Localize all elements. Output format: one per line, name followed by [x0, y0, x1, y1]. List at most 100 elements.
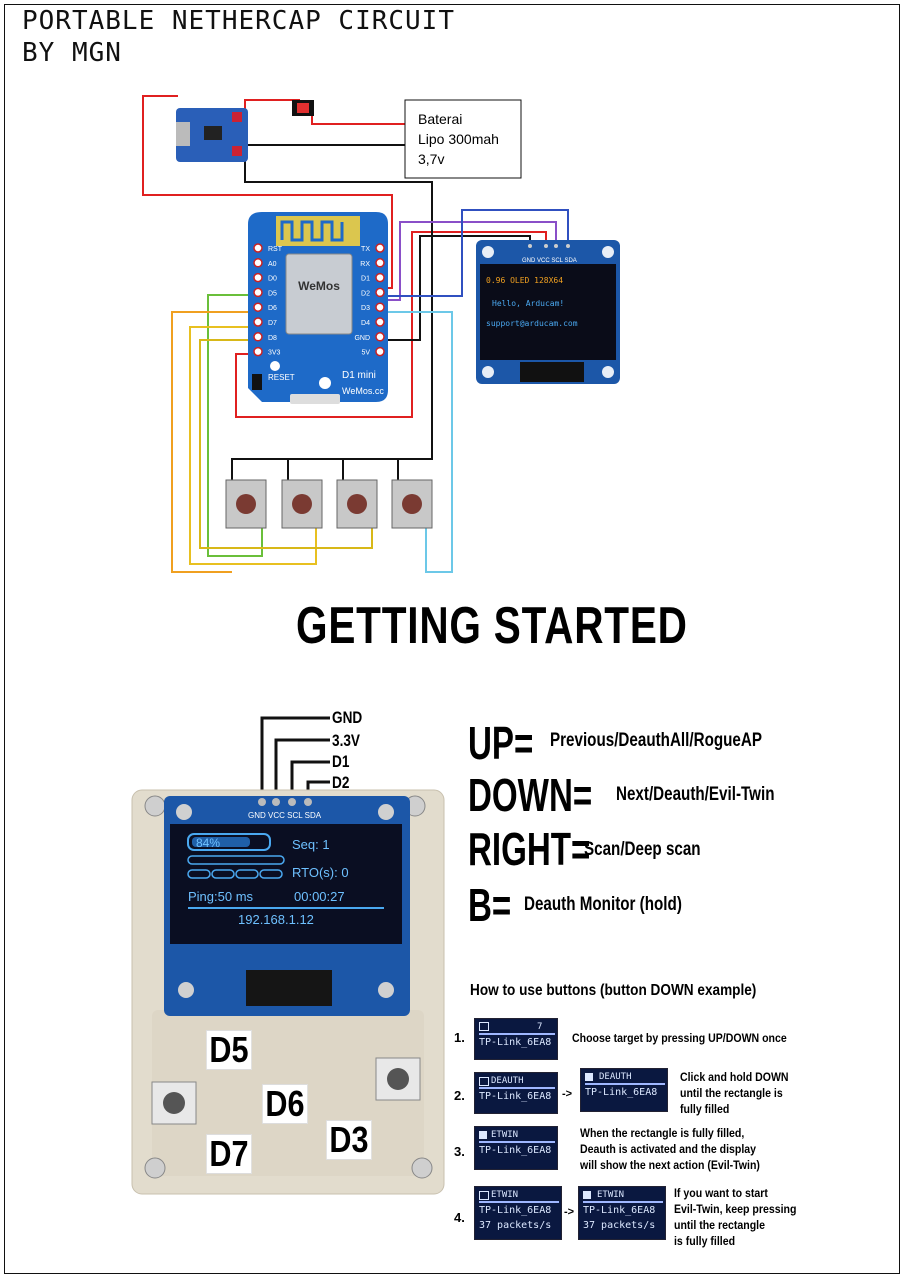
battery-box	[404, 99, 522, 179]
step-2-number: 2.	[454, 1088, 465, 1103]
board-pin-label-d2: D2	[361, 290, 370, 297]
board-pin-d2	[375, 287, 385, 298]
control-key-right: RIGHT=	[468, 823, 591, 875]
board-pin-d6	[253, 302, 263, 312]
wire-red-charger-out	[142, 95, 393, 289]
control-desc-right: Scan/Deep scan	[584, 839, 701, 860]
step-4-screen-b: ETWIN TP-Link_6EA8 37 packets/s	[578, 1186, 666, 1240]
step-2-text-3: fully filled	[680, 1102, 730, 1116]
step-1-screen: 7 TP-Link_6EA8	[474, 1018, 558, 1060]
howto-title: How to use buttons (button DOWN example)	[470, 982, 757, 999]
step-3-text-3: will show the next action (Evil-Twin)	[580, 1158, 760, 1172]
push-buttons	[225, 479, 433, 529]
step-4-number: 4.	[454, 1210, 465, 1225]
board-pin-d1	[375, 272, 385, 283]
board-pin-label-a0: A0	[268, 261, 277, 268]
button-label-d6: D6	[262, 1084, 308, 1124]
button-label-d5: D5	[206, 1030, 252, 1070]
board-pin-label-gnd: GND	[354, 335, 370, 342]
oled-line1: 0.96 OLED 128X64	[486, 276, 563, 285]
board-pin-label-d6: D6	[268, 305, 277, 312]
board-pin-label-d0: D0	[268, 276, 277, 283]
board-pin-d0	[253, 272, 263, 283]
push-button-2	[281, 479, 323, 529]
board-pin-label-rst: RST	[268, 246, 283, 253]
step-2-arrow: ->	[562, 1088, 573, 1100]
control-desc-down: Next/Deauth/Evil-Twin	[616, 784, 775, 805]
push-button-4	[391, 479, 433, 529]
pin-label-d2: D2	[332, 773, 350, 792]
section-title: GETTING STARTED	[296, 597, 688, 655]
control-key-down: DOWN=	[468, 769, 593, 821]
board-pin-d8	[253, 332, 263, 342]
step-4-text-4: is fully filled	[674, 1234, 736, 1248]
pin-label-3v3: 3.3V	[332, 731, 360, 750]
step-4-screen-a-mid: TP-Link_6EA8	[479, 1205, 552, 1216]
battery-line1: Baterai	[418, 111, 462, 127]
oled-module: GND VCC SCL SDA 0.96 OLED 128X64 Hello, …	[476, 240, 620, 384]
battery-line2: Lipo 300mah	[418, 131, 499, 147]
oled-pin-labels: GND VCC SCL SDA	[522, 258, 577, 264]
board-pin-d5	[253, 287, 263, 298]
step-4-screen-b-top: ETWIN	[597, 1190, 625, 1200]
wire-green-d5	[207, 294, 263, 557]
pin-label-gnd: GND	[332, 708, 363, 727]
step-4-screen-a-top: ETWIN	[491, 1190, 519, 1200]
button-label-d3: D3	[326, 1120, 372, 1160]
board-pin-label-d4: D4	[361, 320, 370, 327]
control-desc-up: Previous/DeauthAll/RogueAP	[550, 730, 762, 751]
step-4-text-3: until the rectangle	[674, 1218, 765, 1232]
board-pin-label-rx: RX	[360, 261, 370, 268]
page-subtitle: BY MGN	[22, 38, 122, 68]
page-frame	[4, 4, 900, 1274]
board-pin-label-d8: D8	[268, 335, 277, 342]
step-4-text-1: If you want to start	[674, 1186, 768, 1200]
board-pin-a0	[253, 258, 263, 268]
step-1-screen-top: 7	[537, 1022, 543, 1032]
board-pin-5v	[375, 346, 385, 357]
board-pin-3v3	[253, 346, 263, 357]
push-button-1	[225, 479, 267, 529]
step-4-text-2: Evil-Twin, keep pressing	[674, 1202, 797, 1216]
page-title: PORTABLE NETHERCAP CIRCUIT	[22, 6, 455, 36]
button-label-d7: D7	[206, 1134, 252, 1174]
step-4-screen-a: ETWIN TP-Link_6EA8 37 packets/s	[474, 1186, 562, 1240]
battery-line3: 3,7v	[418, 151, 444, 167]
board-pin-d4	[375, 317, 385, 327]
board-pin-label-5v: 5V	[361, 350, 370, 357]
step-4-screen-a-bottom: 37 packets/s	[479, 1220, 552, 1231]
oled-line3: support@arducam.com	[486, 319, 578, 328]
step-2-text-1: Click and hold DOWN	[680, 1070, 789, 1084]
board-brand: WeMos	[298, 279, 340, 293]
step-2-screen-a-top: DEAUTH	[491, 1076, 524, 1086]
d1-mini-board: WeMos RESET D1 mini WeMos.cc RST A0D0D5D6…	[248, 212, 388, 404]
step-4-arrow: ->	[564, 1206, 575, 1218]
board-pin-d7	[253, 317, 263, 327]
board-pin-gnd	[375, 332, 385, 342]
pin-label-d1: D1	[332, 752, 350, 771]
wire-purple-scl	[380, 221, 557, 301]
board-reset-label: RESET	[268, 373, 295, 382]
board-pin-rx	[375, 258, 385, 268]
board-model: D1 mini	[342, 370, 376, 381]
board-pin-rst	[253, 243, 263, 253]
wire-blue-sda	[380, 209, 569, 297]
step-2-screen-a-mid: TP-Link_6EA8	[479, 1091, 552, 1102]
wire-cyan-d4	[380, 311, 453, 573]
step-3-screen: ETWIN TP-Link_6EA8	[474, 1126, 558, 1170]
step-2-screen-b-mid: TP-Link_6EA8	[585, 1087, 658, 1098]
step-3-screen-mid: TP-Link_6EA8	[479, 1145, 552, 1156]
step-2-screen-b-top: DEAUTH	[599, 1072, 632, 1082]
board-pin-label-d3: D3	[361, 305, 370, 312]
step-1-number: 1.	[454, 1030, 465, 1045]
step-1-screen-mid: TP-Link_6EA8	[479, 1037, 552, 1048]
board-pin-label-tx: TX	[361, 246, 370, 253]
step-3-text-1: When the rectangle is fully filled,	[580, 1126, 745, 1140]
oled-line2: Hello, Arducam!	[492, 299, 564, 308]
board-site: WeMos.cc	[342, 386, 384, 396]
step-2-text-2: until the rectangle is	[680, 1086, 783, 1100]
board-pin-label-d5: D5	[268, 290, 277, 297]
board-pin-label-d1: D1	[361, 276, 370, 283]
